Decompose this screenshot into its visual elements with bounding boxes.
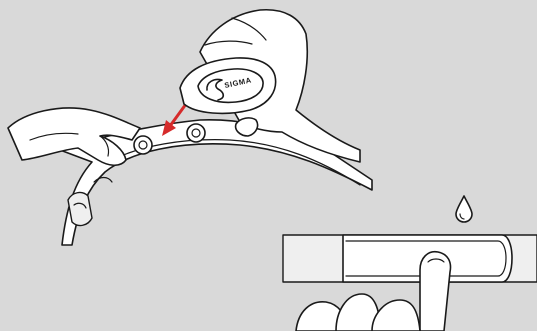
strap-buckle — [68, 193, 92, 226]
snap-button-right — [187, 124, 205, 142]
left-hand-icon — [8, 108, 140, 165]
snap-button-left — [134, 136, 152, 154]
water-drop-icon — [456, 196, 472, 222]
left-hand-palm — [8, 108, 140, 165]
right-thumb — [236, 118, 258, 136]
water-drop-shape — [456, 196, 472, 222]
hand-knuckle-3 — [372, 300, 420, 331]
transmitter-icon: SIGMA — [180, 58, 276, 113]
strap-icon — [283, 235, 537, 282]
index-finger — [420, 252, 451, 331]
